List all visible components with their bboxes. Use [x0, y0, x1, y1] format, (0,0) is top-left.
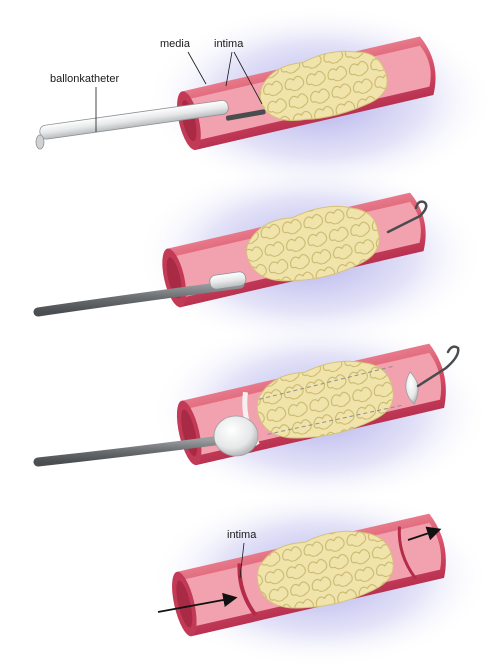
- plaque-3: [256, 360, 394, 439]
- label-ballonkatheter: ballonkatheter: [50, 73, 119, 85]
- separation-line-bottom: [267, 404, 403, 435]
- catheter-tip-1: [35, 134, 45, 150]
- guide-wire-1: [225, 109, 266, 121]
- plaque-1: [259, 50, 388, 121]
- catheter-3: [33, 435, 227, 467]
- vessel-4: [172, 513, 446, 637]
- plaque-4: [256, 530, 394, 609]
- panel-4-plaque-removed: intima: [150, 488, 490, 668]
- panel-2-catheter-advanced: [33, 160, 485, 350]
- flow-arrow-in: [157, 592, 238, 613]
- panel-1-catheter-insertion: ballonkatheter media intima: [35, 5, 494, 195]
- catheter-2: [33, 279, 245, 317]
- label-media: media: [160, 38, 191, 50]
- leader-intima-top-a: [225, 51, 233, 87]
- flow-arrow-out: [407, 526, 442, 541]
- plaque-2: [246, 205, 380, 282]
- leader-intima-bottom: [239, 542, 245, 579]
- catheter-sheath-2: [209, 271, 247, 290]
- leader-intima-top-b: [233, 51, 263, 105]
- catheter-sheath-1: [39, 100, 229, 140]
- separation-line-top: [259, 365, 394, 400]
- guide-wire-hook-3: [416, 345, 460, 388]
- label-intima-top: intima: [214, 38, 244, 50]
- distal-balloon-3: [405, 371, 419, 405]
- intima-flap-4: [237, 563, 258, 617]
- guide-wire-hook-2: [386, 200, 428, 234]
- leader-media: [187, 51, 207, 85]
- label-intima-bottom: intima: [227, 529, 257, 541]
- balloon-3: [213, 415, 259, 457]
- panel-3-balloon-inflated: [33, 317, 490, 507]
- intima-end-4: [397, 526, 417, 580]
- vessel-4-opening-inner: [176, 580, 193, 628]
